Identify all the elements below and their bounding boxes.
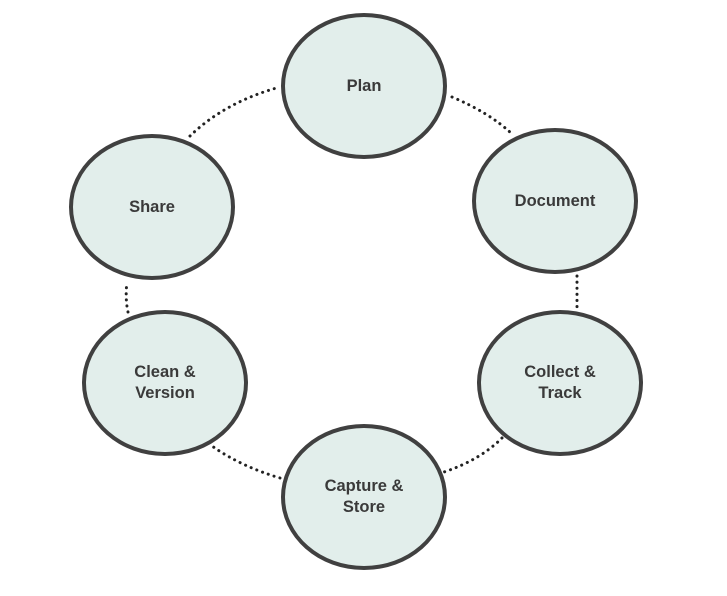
- node-plan: Plan: [281, 13, 447, 159]
- node-document: Document: [472, 128, 638, 274]
- connector-clean-share: [124, 280, 130, 314]
- node-capture-store: Capture & Store: [281, 424, 447, 570]
- connector-collect-capture: [442, 436, 504, 474]
- node-label: Capture & Store: [324, 477, 404, 516]
- node-label: Document: [514, 191, 596, 210]
- connector-capture-clean: [210, 444, 282, 480]
- node-label: Collect & Track: [524, 363, 596, 402]
- node-collect-track: Collect & Track: [477, 310, 643, 456]
- connector-plan-document: [450, 95, 514, 136]
- node-label: Clean & Version: [134, 363, 196, 402]
- node-clean-version: Clean & Version: [82, 310, 248, 456]
- node-label: Share: [129, 197, 175, 216]
- node-share: Share: [69, 134, 235, 280]
- node-label: Plan: [346, 76, 382, 95]
- connector-share-plan: [188, 85, 282, 138]
